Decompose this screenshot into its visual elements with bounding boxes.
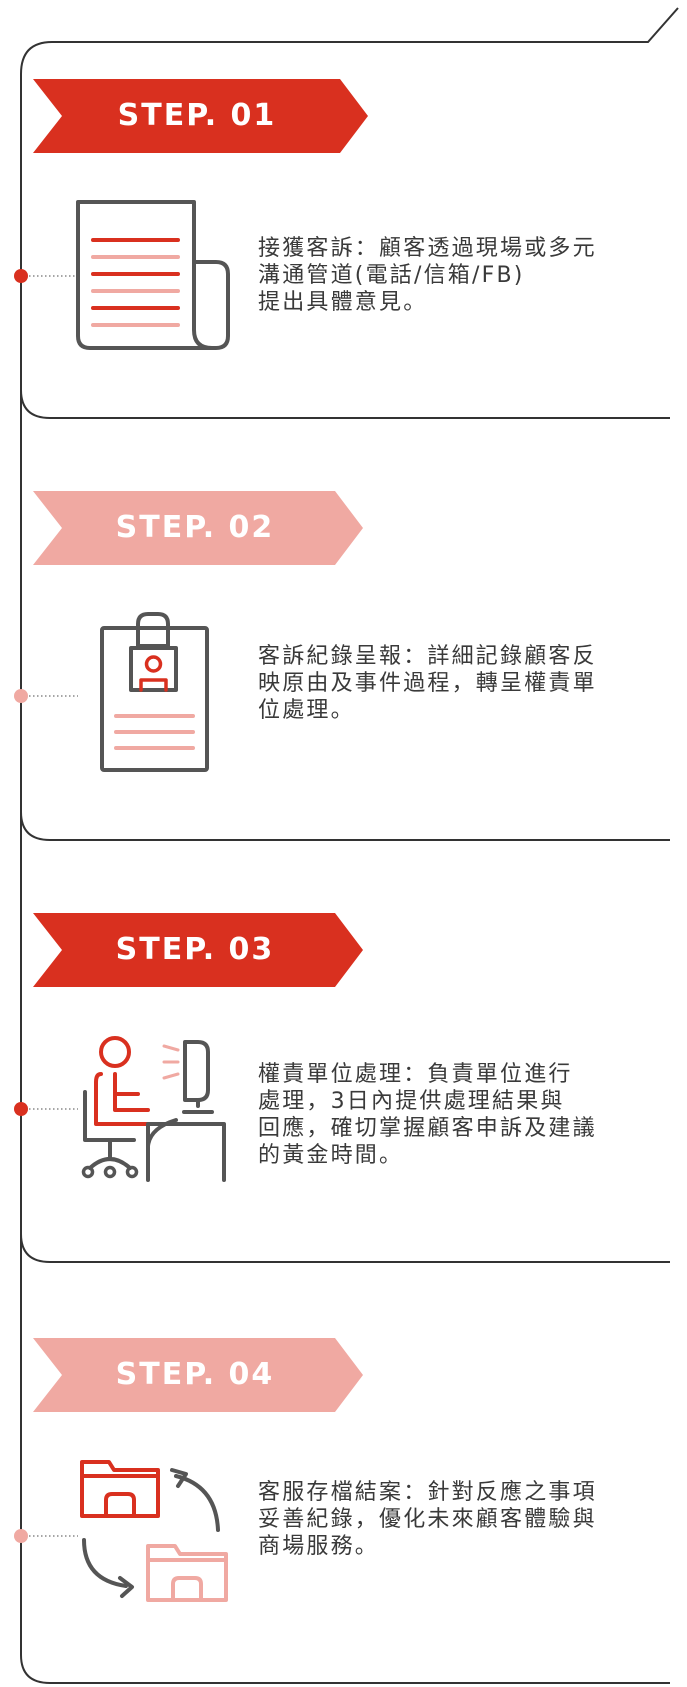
document-list-icon <box>76 200 230 350</box>
step-2-banner <box>33 491 363 565</box>
step-1-banner <box>33 79 368 153</box>
person-at-computer-icon <box>81 1036 226 1182</box>
timeline-spine <box>20 7 679 1684</box>
step-2-description: 客訴紀錄呈報：詳細記錄顧客反 映原由及事件過程，轉呈權責單 位處理。 <box>258 644 597 723</box>
timeline-dot-1 <box>14 269 78 283</box>
step-3-banner <box>33 913 363 987</box>
folder-sync-icon <box>80 1460 228 1602</box>
divider-2 <box>20 811 670 841</box>
timeline-dot-4 <box>14 1529 78 1543</box>
clipboard-id-icon <box>100 612 209 772</box>
timeline-dot-2 <box>14 689 78 703</box>
step-4-label: STEP. 04 <box>115 1357 275 1392</box>
divider-1 <box>20 389 670 419</box>
step-2-label: STEP. 02 <box>115 510 275 545</box>
step-4-banner <box>33 1338 363 1412</box>
step-3-label: STEP. 03 <box>115 932 275 967</box>
step-1-description: 接獲客訴：顧客透過現場或多元 溝通管道(電話/信箱/FB) 提出具體意見。 <box>258 236 597 315</box>
step-4-description: 客服存檔結案：針對反應之事項 妥善紀錄，優化未來顧客體驗與 商場服務。 <box>258 1480 597 1559</box>
step-3-description: 權責單位處理：負責單位進行 處理，3日內提供處理結果與 回應，確切掌握顧客申訴及… <box>258 1062 597 1168</box>
divider-3 <box>20 1233 670 1263</box>
timeline-dot-3 <box>14 1102 78 1116</box>
step-1-label: STEP. 01 <box>117 98 277 133</box>
